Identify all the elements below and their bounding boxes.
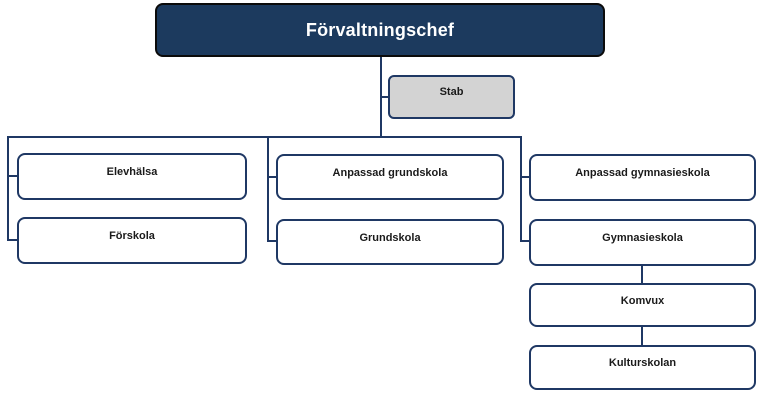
node-gymnasieskola: Gymnasieskola xyxy=(529,219,756,266)
node-komvux-label: Komvux xyxy=(620,295,665,307)
node-gymnasieskola-label: Gymnasieskola xyxy=(602,232,683,244)
node-kulturskolan: Kulturskolan xyxy=(529,345,756,390)
connector-komvux-kulturskolan xyxy=(641,327,643,345)
node-elevhalsa-label: Elevhälsa xyxy=(106,166,158,178)
connector-stub-grundskola xyxy=(267,240,277,242)
node-forskola: Förskola xyxy=(17,217,247,264)
node-elevhalsa: Elevhälsa xyxy=(17,153,247,200)
connector-stub-anpassad-gymnasieskola xyxy=(520,176,530,178)
node-forskola-label: Förskola xyxy=(109,230,155,242)
node-stab-label: Stab xyxy=(439,86,464,98)
node-anpassad-gymnasieskola: Anpassad gymnasieskola xyxy=(529,154,756,201)
node-anpassad-grundskola-label: Anpassad grundskola xyxy=(332,167,448,179)
connector-drop-right xyxy=(520,136,522,242)
connector-drop-middle xyxy=(267,136,269,242)
connector-gymnasieskola-komvux xyxy=(641,266,643,283)
node-grundskola: Grundskola xyxy=(276,219,504,265)
node-grundskola-label: Grundskola xyxy=(359,232,421,244)
node-forvaltningschef: Förvaltningschef xyxy=(155,3,605,57)
connector-stub-gymnasieskola xyxy=(520,240,530,242)
connector-stub-anpassad-grundskola xyxy=(267,176,277,178)
connector-distribution xyxy=(7,136,522,138)
node-anpassad-grundskola: Anpassad grundskola xyxy=(276,154,504,200)
connector-drop-left xyxy=(7,136,9,241)
connector-stub-elevhalsa xyxy=(7,175,18,177)
node-forvaltningschef-label: Förvaltningschef xyxy=(305,19,455,40)
node-komvux: Komvux xyxy=(529,283,756,327)
connector-staff-stub xyxy=(381,96,389,98)
node-anpassad-gymnasieskola-label: Anpassad gymnasieskola xyxy=(575,167,710,179)
node-stab: Stab xyxy=(388,75,515,119)
connector-stub-forskola xyxy=(7,239,18,241)
node-kulturskolan-label: Kulturskolan xyxy=(608,357,677,369)
